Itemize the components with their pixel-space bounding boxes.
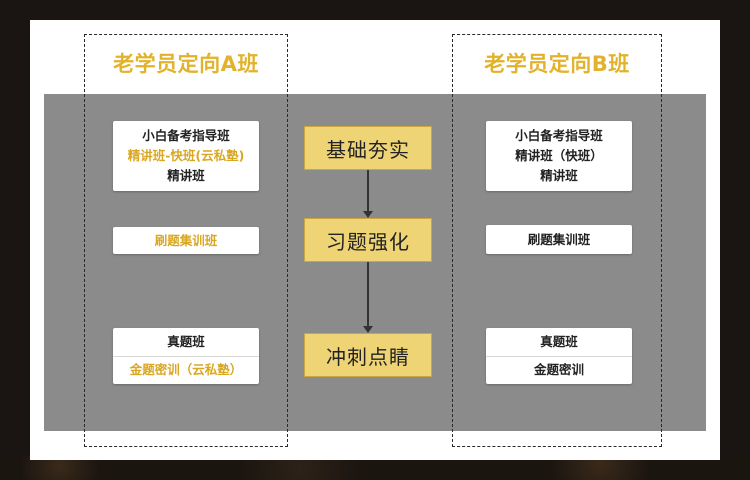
arrow-line bbox=[367, 262, 369, 326]
course-label-highlight: 精讲班-快班(云私塾) bbox=[127, 148, 245, 163]
course-label: 精讲班（快班） bbox=[515, 148, 603, 163]
column-a-frame bbox=[84, 34, 288, 447]
course-label: 小白备考指导班 bbox=[515, 128, 603, 143]
column-a-title: 老学员定向A班 bbox=[113, 52, 259, 76]
card-divider bbox=[113, 356, 259, 357]
course-label-highlight: 刷题集训班 bbox=[154, 232, 218, 248]
course-label: 精讲班 bbox=[167, 168, 205, 183]
arrow-down-icon bbox=[363, 211, 373, 218]
column-b-practice-card: 刷题集训班 bbox=[486, 225, 632, 254]
arrow-down-icon bbox=[363, 326, 373, 333]
card-divider bbox=[486, 356, 632, 357]
course-label: 真题班 bbox=[167, 334, 205, 349]
course-label-highlight: 金题密训（云私塾） bbox=[129, 362, 243, 377]
course-label: 真题班 bbox=[540, 334, 578, 349]
background-texture bbox=[0, 456, 750, 480]
course-label: 刷题集训班 bbox=[527, 231, 591, 247]
stage-foundation: 基础夯实 bbox=[304, 126, 432, 170]
stage-practice: 习题强化 bbox=[304, 218, 432, 262]
course-label: 小白备考指导班 bbox=[142, 128, 230, 143]
column-a-foundation-card: 小白备考指导班 精讲班-快班(云私塾) 精讲班 bbox=[113, 121, 259, 191]
course-label: 金题密训 bbox=[533, 362, 584, 377]
column-b-foundation-card: 小白备考指导班 精讲班（快班） 精讲班 bbox=[486, 121, 632, 191]
column-a-practice-card: 刷题集训班 bbox=[113, 227, 259, 254]
column-b-frame bbox=[452, 34, 662, 447]
arrow-line bbox=[367, 170, 369, 211]
column-b-title: 老学员定向B班 bbox=[484, 52, 630, 76]
stage-sprint: 冲刺点睛 bbox=[304, 333, 432, 377]
course-label: 精讲班 bbox=[540, 168, 578, 183]
